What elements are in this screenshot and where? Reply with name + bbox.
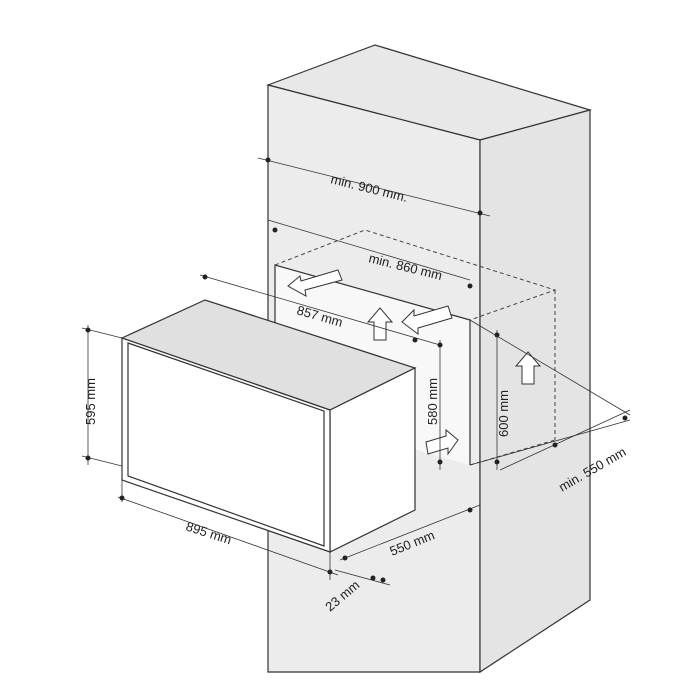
airflow-arrow-icon: [366, 307, 394, 341]
airflow-arrow-icon: [401, 305, 453, 335]
appliance-frame: [127, 342, 325, 547]
label-niche-inner-height: 580 mm: [425, 378, 440, 425]
label-appliance-height: 595 mm: [83, 378, 98, 425]
label-appliance-width: 895 mm: [184, 519, 233, 548]
dimension-lines: [81, 157, 631, 586]
airflow-arrow-icon: [287, 269, 343, 297]
label-niche-height: 600 mm: [496, 390, 511, 437]
airflow-arrow-icon: [514, 351, 542, 385]
airflow-arrows: [287, 269, 542, 456]
cabinet-side: [479, 109, 591, 674]
niche-dashed-outline: [274, 229, 557, 321]
appliance: [120, 299, 417, 553]
airflow-arrow-icon: [425, 428, 459, 456]
